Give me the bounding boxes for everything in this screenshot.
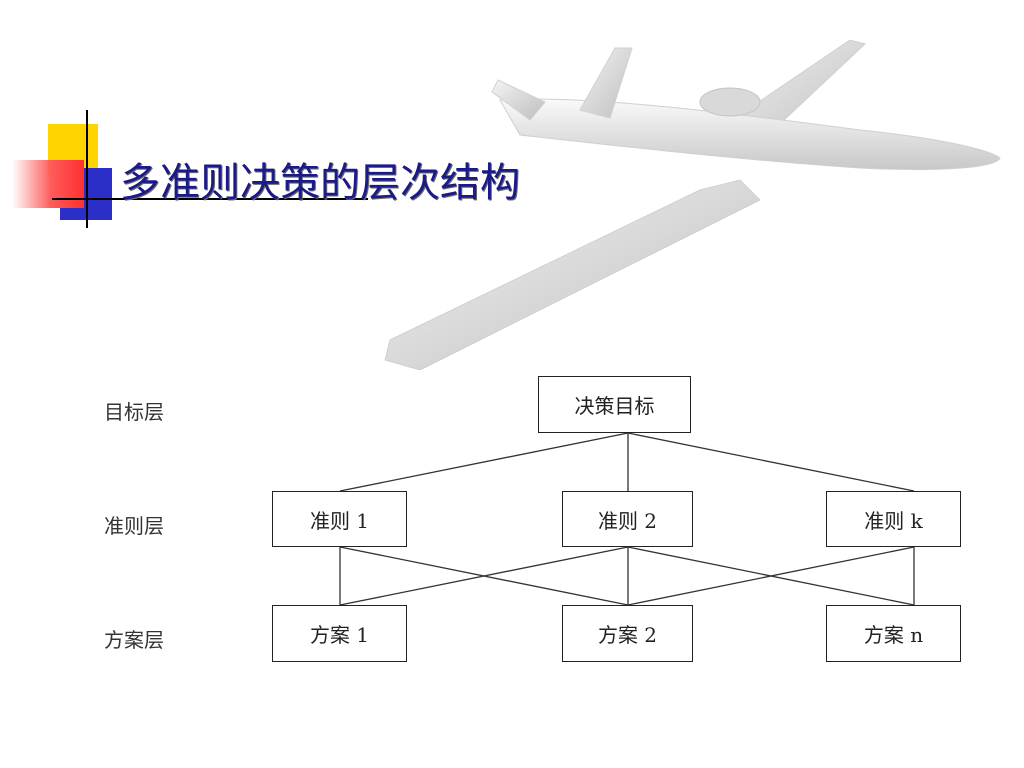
edge-goal-criterion-k [627, 432, 915, 492]
alternative-node-label: 方案 2 [597, 623, 658, 647]
criterion-node-label: 准则 2 [597, 508, 658, 533]
alternative-node-label: 方案 1 [309, 623, 370, 647]
criterion-node-label: 准则 1 [309, 508, 370, 533]
goal-node: 决策目标 [538, 376, 691, 433]
alternative-node-1: 方案 1 [272, 605, 407, 662]
edge-goal-criterion-1 [339, 432, 629, 492]
edge-c2-a1 [339, 546, 629, 606]
alternative-node-n: 方案 n [826, 605, 961, 662]
criterion-node-label: 准则 k [864, 508, 923, 533]
title-underline [52, 198, 368, 200]
alternative-node-label: 方案 n [863, 623, 924, 647]
level-label-criteria: 准则层 [104, 514, 164, 538]
decor-red-gradient-bar [12, 160, 84, 208]
level-label-goal: 目标层 [104, 400, 164, 424]
alternative-node-2: 方案 2 [562, 605, 693, 662]
slide-title: 多准则决策的层次结构 [120, 160, 520, 206]
criterion-node-1: 准则 1 [272, 491, 407, 547]
criterion-node-k: 准则 k [826, 491, 961, 547]
goal-node-label: 决策目标 [574, 394, 655, 418]
criterion-node-2: 准则 2 [562, 491, 693, 547]
level-label-alternatives: 方案层 [104, 628, 164, 652]
drone-illustration [384, 40, 1001, 370]
edge-ck-a2 [627, 546, 915, 606]
decor-vertical-line [86, 110, 88, 228]
